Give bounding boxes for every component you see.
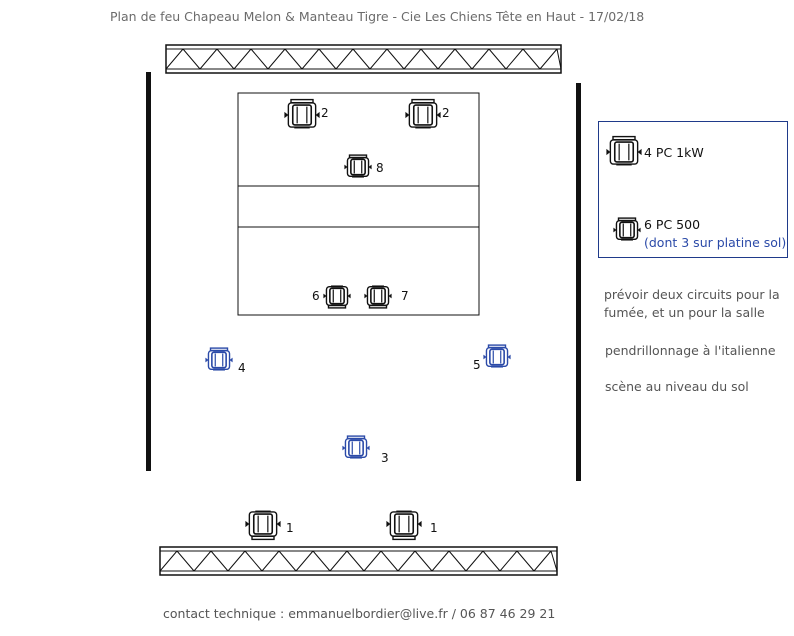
fixture-pc1kw-circuit-1-left: [245, 510, 281, 541]
page-title: Plan de feu Chapeau Melon & Manteau Tigr…: [110, 9, 645, 24]
fixture-pc500-circuit-7: [364, 285, 392, 309]
legend-box: [598, 121, 788, 258]
fixture-pc500-circuit-8: [344, 154, 372, 178]
circuit-label: 2: [442, 106, 450, 120]
fixture-pc1kw-circuit-2-left: [284, 98, 320, 129]
circuit-label: 1: [430, 521, 438, 535]
legend-pc500-icon: [613, 217, 641, 241]
circuit-label: 3: [381, 451, 389, 465]
truss-upstage: [165, 44, 562, 74]
stage-area: [237, 92, 480, 316]
note-circuits-line1: prévoir deux circuits pour la: [604, 287, 780, 302]
legend-pc500-note: (dont 3 sur platine sol): [644, 235, 787, 250]
fixture-pc1kw-circuit-2-right: [405, 98, 441, 129]
legend-pc500-label: 6 PC 500: [644, 217, 701, 232]
fixture-pc500-circuit-6: [323, 285, 351, 309]
contact-line: contact technique : emmanuelbordier@live…: [163, 606, 556, 621]
circuit-label: 1: [286, 521, 294, 535]
legend-pc1kw-icon: [606, 135, 642, 166]
note-scene-level: scène au niveau du sol: [605, 379, 749, 394]
note-pendrillonnage: pendrillonnage à l'italienne: [605, 343, 776, 358]
fixture-pc500-floor-circuit-5: [483, 344, 511, 368]
circuit-label: 8: [376, 161, 384, 175]
truss-front: [159, 546, 558, 576]
wall-left: [146, 72, 151, 471]
wall-right: [576, 83, 581, 481]
fixture-pc500-floor-circuit-4: [205, 347, 233, 371]
circuit-label: 5: [473, 358, 481, 372]
fixture-pc500-floor-circuit-3: [342, 435, 370, 459]
note-circuits-line2: fumée, et un pour la salle: [604, 305, 765, 320]
legend-pc1kw-label: 4 PC 1kW: [644, 145, 704, 160]
circuit-label: 6: [312, 289, 320, 303]
fixture-pc1kw-circuit-1-right: [386, 510, 422, 541]
circuit-label: 4: [238, 361, 246, 375]
circuit-label: 2: [321, 106, 329, 120]
circuit-label: 7: [401, 289, 409, 303]
